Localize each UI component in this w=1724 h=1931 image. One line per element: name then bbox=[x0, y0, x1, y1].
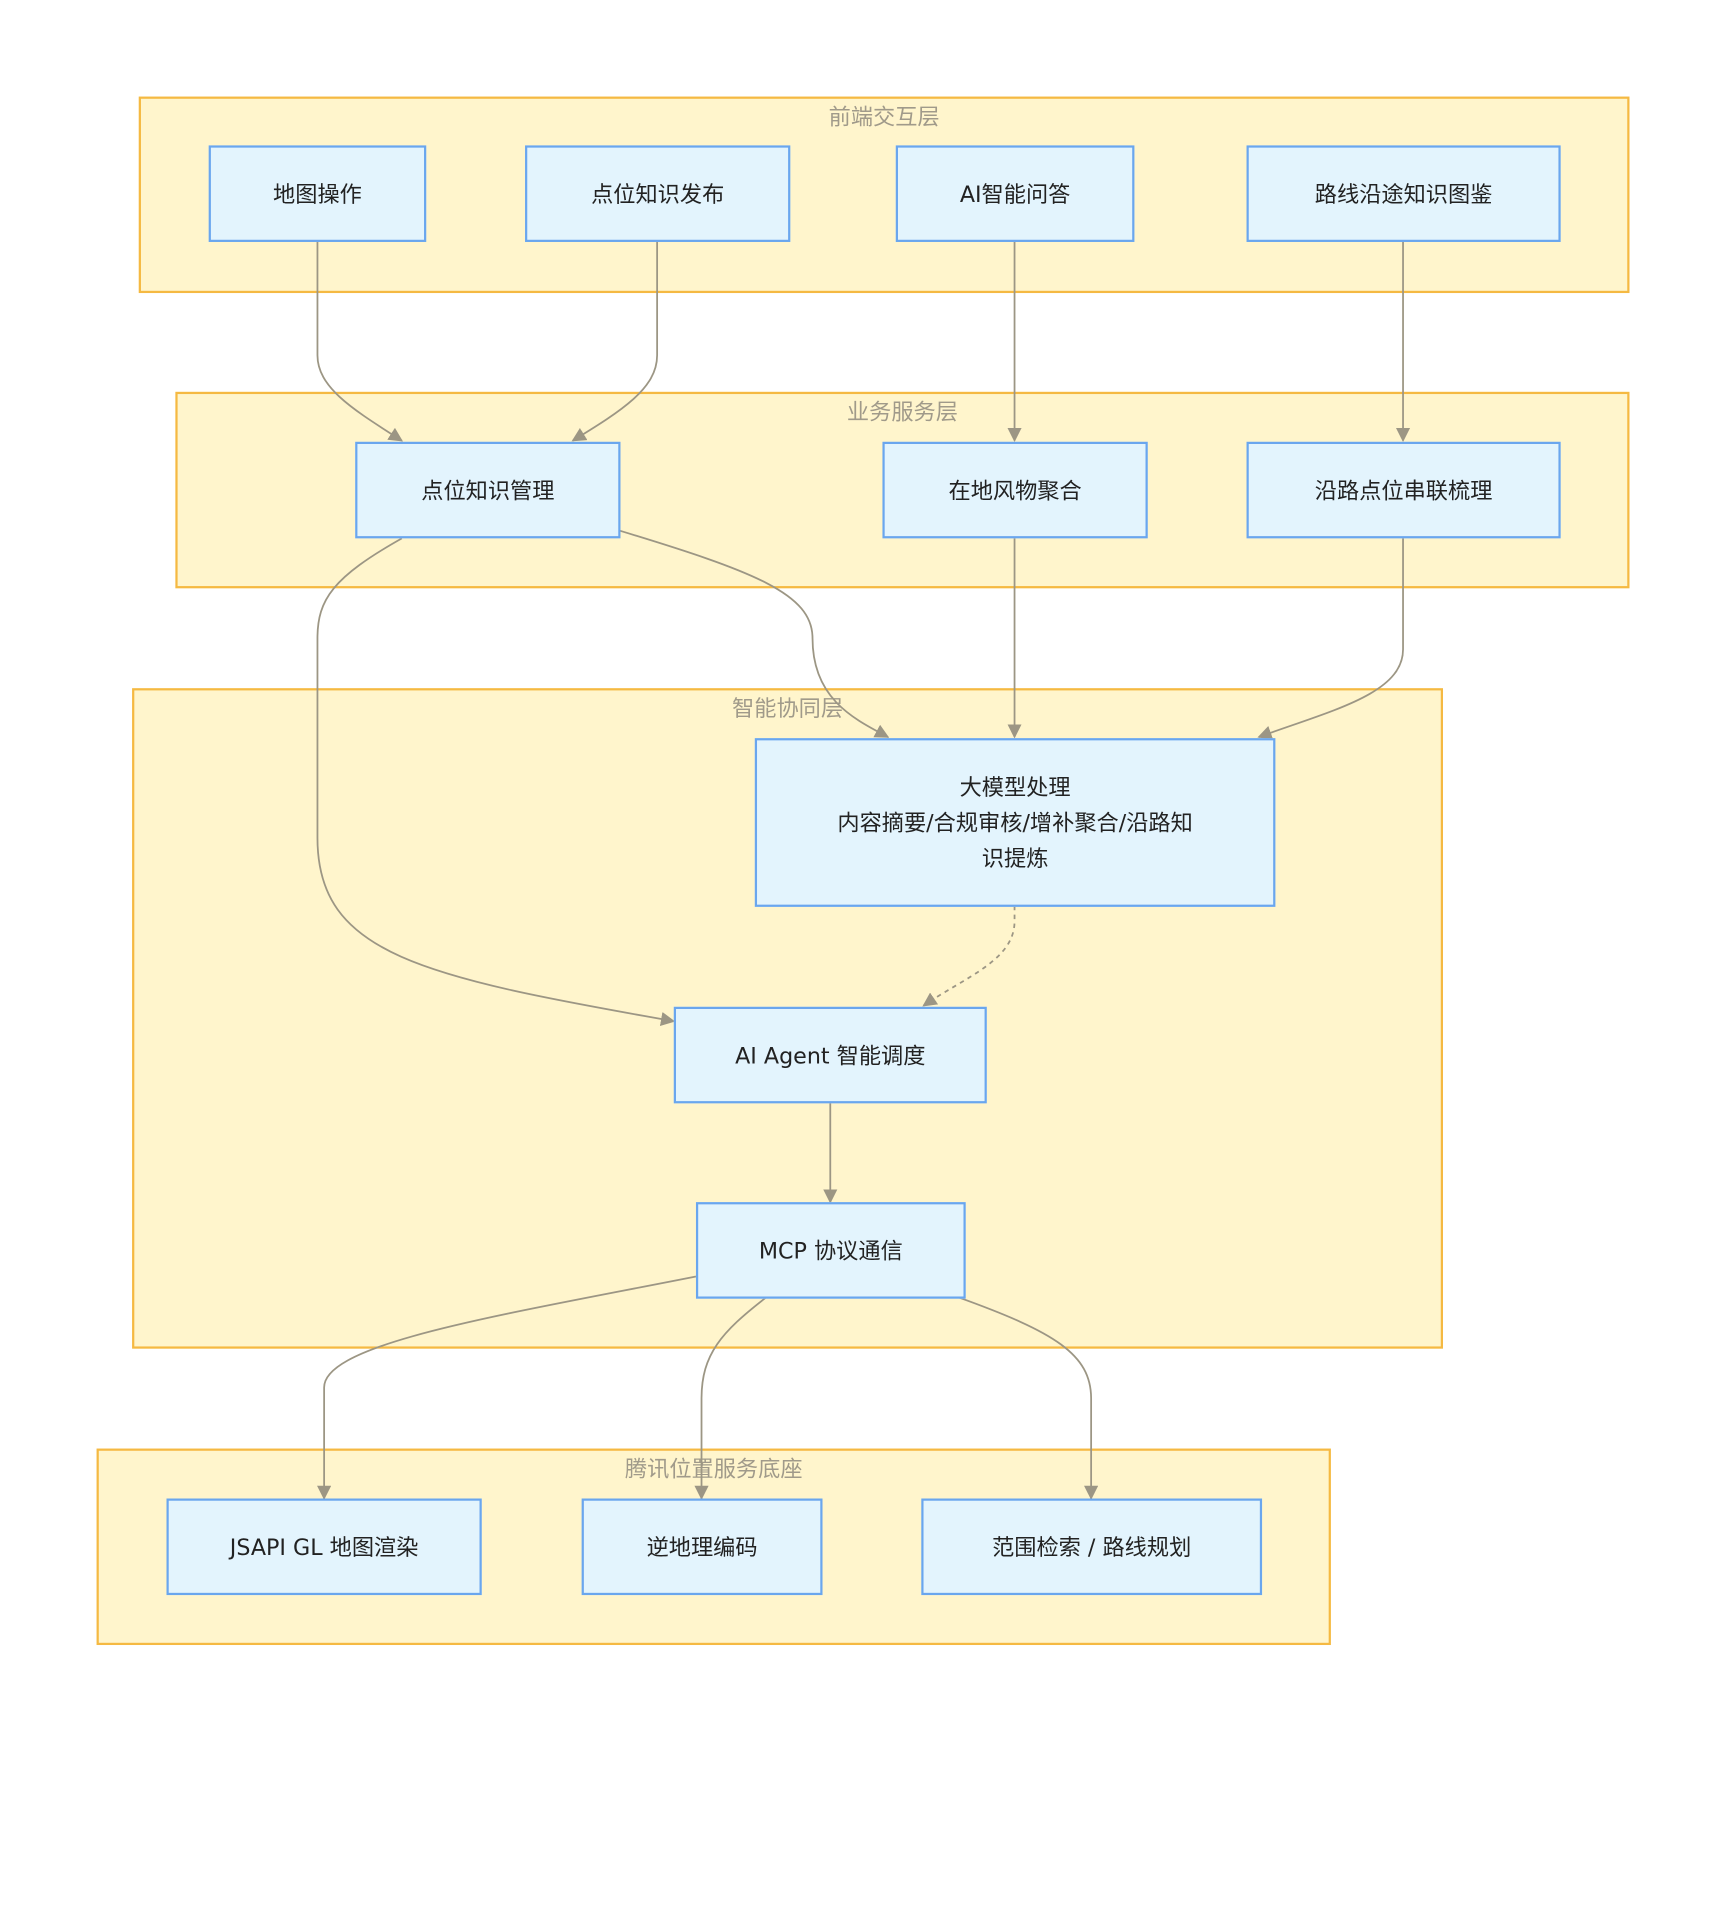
node-mcp: MCP 协议通信 bbox=[695, 1202, 966, 1299]
node-label: 逆地理编码 bbox=[646, 1533, 758, 1561]
node-label: 地图操作 bbox=[273, 180, 362, 208]
edge-mcp-to-jsapi bbox=[317, 1275, 697, 1500]
edge-llm-to-agent bbox=[922, 905, 1016, 1007]
node-label: 点位知识管理 bbox=[421, 476, 555, 504]
node-jsapi: JSAPI GL 地图渲染 bbox=[166, 1498, 482, 1596]
node-poi-publish: 点位知识发布 bbox=[525, 145, 791, 242]
node-label: JSAPI GL 地图渲染 bbox=[229, 1533, 419, 1561]
node-route-guide: 路线沿途知识图鉴 bbox=[1246, 145, 1561, 242]
edge-map-ops-to-poi-manage bbox=[316, 241, 404, 442]
node-llm: 大模型处理 内容摘要/合规审核/增补聚合/沿路知 识提炼 bbox=[754, 738, 1276, 907]
node-agent: AI Agent 智能调度 bbox=[673, 1006, 987, 1104]
node-label: 大模型处理 内容摘要/合规审核/增补聚合/沿路知 识提炼 bbox=[837, 773, 1193, 872]
node-label: 沿路点位串联梳理 bbox=[1314, 476, 1493, 504]
layer-title: 腾讯位置服务底座 bbox=[624, 1455, 803, 1482]
node-geocode: 逆地理编码 bbox=[581, 1498, 823, 1596]
node-label: AI Agent 智能调度 bbox=[735, 1041, 926, 1069]
node-label: 在地风物聚合 bbox=[948, 476, 1082, 504]
edge-poi-publish-to-poi-manage bbox=[571, 241, 659, 442]
layer-title: 前端交互层 bbox=[828, 103, 940, 130]
node-map-ops: 地图操作 bbox=[208, 145, 427, 242]
edge-mcp-to-search bbox=[958, 1296, 1099, 1500]
node-label: 范围检索 / 路线规划 bbox=[992, 1533, 1192, 1561]
node-route-chain: 沿路点位串联梳理 bbox=[1246, 441, 1561, 539]
edges-layer bbox=[316, 241, 1411, 1500]
node-ai-qa: AI智能问答 bbox=[895, 145, 1135, 242]
edge-route-chain-to-llm bbox=[1257, 538, 1404, 740]
edge-poi-manage-to-llm bbox=[619, 529, 890, 738]
edge-poi-manage-to-agent bbox=[316, 537, 676, 1026]
node-label: AI智能问答 bbox=[959, 180, 1071, 208]
layer-title: 智能协同层 bbox=[732, 694, 844, 722]
node-label: 点位知识发布 bbox=[591, 180, 725, 208]
node-local-aggregate: 在地风物聚合 bbox=[882, 441, 1148, 539]
edge-mcp-to-geocode bbox=[694, 1296, 767, 1500]
layer-title: 业务服务层 bbox=[846, 398, 958, 426]
node-poi-manage: 点位知识管理 bbox=[355, 441, 621, 539]
node-label: 路线沿途知识图鉴 bbox=[1314, 180, 1493, 208]
node-search: 范围检索 / 路线规划 bbox=[921, 1498, 1263, 1596]
node-label: MCP 协议通信 bbox=[758, 1237, 903, 1264]
